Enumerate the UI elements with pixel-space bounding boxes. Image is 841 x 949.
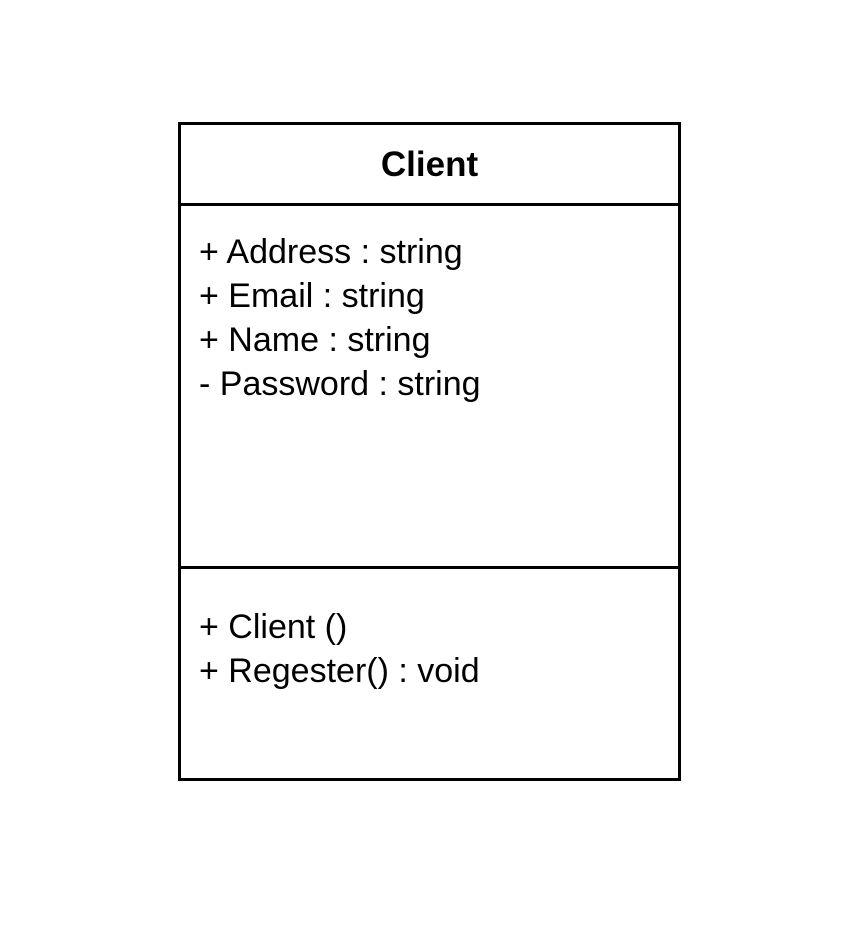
uml-class-client: Client + Address : string + Email : stri… [178, 122, 681, 781]
class-name: Client [380, 144, 479, 184]
attribute-name: + Name : string [199, 321, 431, 359]
attribute-email: + Email : string [199, 277, 425, 315]
attribute-address: + Address : string [199, 233, 463, 271]
attributes-compartment: + Address : string + Email : string + Na… [181, 206, 678, 569]
methods-compartment: + Client () + Regester() : void [181, 569, 678, 778]
attribute-password: - Password : string [199, 365, 481, 403]
method-regester: + Regester() : void [199, 652, 480, 690]
class-header: Client [181, 125, 678, 206]
method-client-constructor: + Client () [199, 608, 348, 646]
